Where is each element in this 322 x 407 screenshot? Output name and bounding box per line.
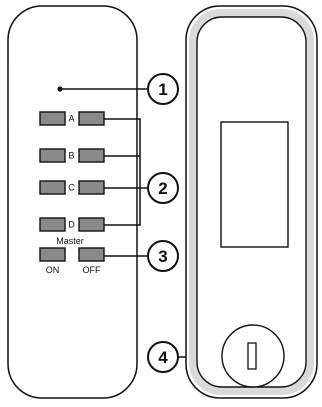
front-case [7,5,138,399]
button-c-on[interactable] [39,180,66,195]
product-label-area [220,121,289,248]
callout-4: 4 [147,341,179,373]
button-c-label: C [68,183,75,193]
button-b-off[interactable] [78,148,105,163]
button-a-label: A [68,114,74,124]
battery-cover-slot[interactable] [247,342,257,370]
callout-2-number: 2 [158,179,167,198]
callout-1-number: 1 [158,80,167,99]
button-c-off[interactable] [78,180,105,195]
led-indicator-icon [57,86,63,92]
button-d-on[interactable] [39,217,66,232]
master-off-button[interactable] [78,247,105,262]
callout-1: 1 [147,73,179,105]
button-b-on[interactable] [39,148,66,163]
master-label: Master [56,236,84,246]
back-case-bevel [189,9,314,395]
master-on-label: ON [46,265,60,275]
remote-front-view: A B C D Master ON OFF [7,5,138,399]
button-b-label: B [68,151,74,161]
callout-3: 3 [147,240,179,272]
button-a-off[interactable] [78,111,105,126]
callout-1-circle [147,73,179,105]
bracket-2 [104,118,141,226]
button-d-off[interactable] [78,217,105,232]
callout-4-circle [147,341,179,373]
callout-4-number: 4 [158,348,168,367]
callout-2: 2 [147,172,179,204]
remote-back-view [185,5,318,399]
master-off-label: OFF [83,265,101,275]
button-a-on[interactable] [39,111,66,126]
callout-2-circle [147,172,179,204]
callout-3-number: 3 [158,247,167,266]
master-on-button[interactable] [39,247,66,262]
callout-3-circle [147,240,179,272]
button-d-label: D [68,220,75,230]
